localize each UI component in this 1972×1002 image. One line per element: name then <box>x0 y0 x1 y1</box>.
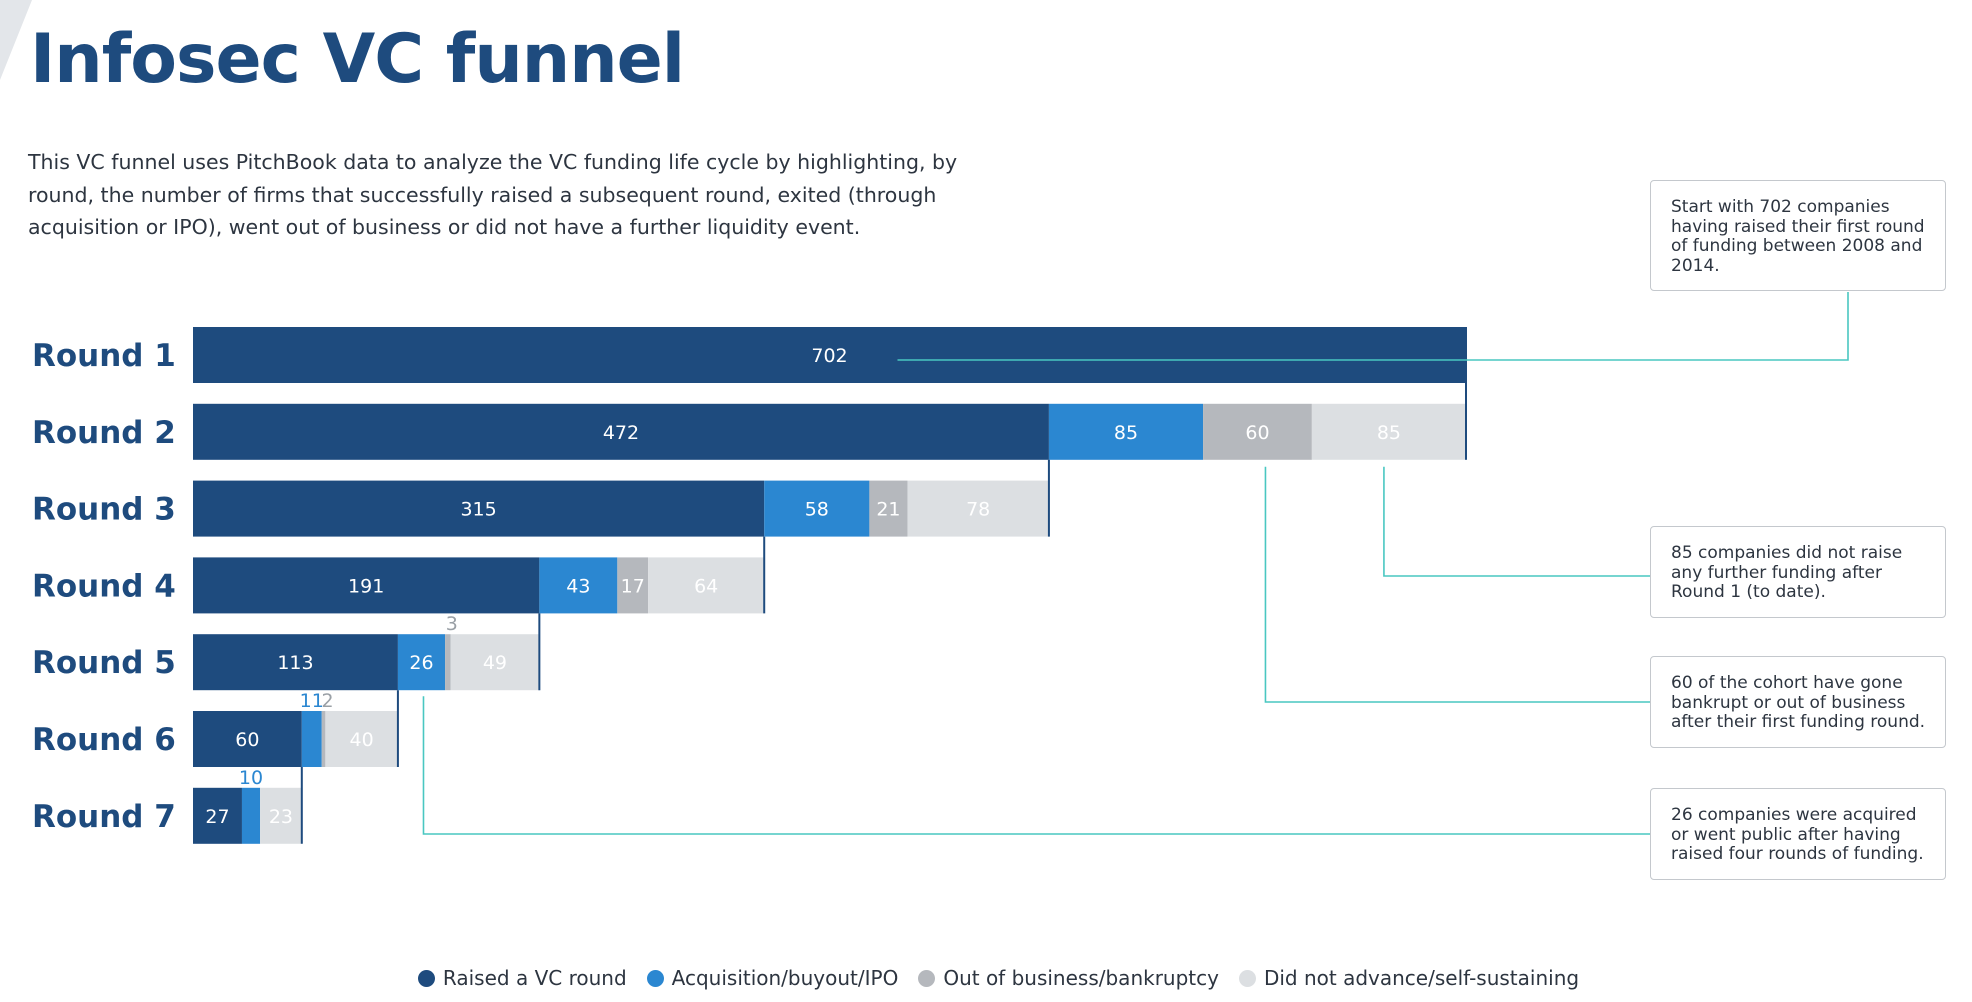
legend-swatch-out-of-business <box>918 969 936 987</box>
bar-r5-did-not-advance <box>450 634 540 691</box>
bar-label-r3-raised: 315 <box>460 499 496 521</box>
legend-item-out-of-business: Out of business/bankruptcy <box>918 966 1219 990</box>
bar-label-r7-did-not-advance: 23 <box>269 806 293 828</box>
legend-label-raised: Raised a VC round <box>442 966 627 990</box>
leader-bankrupt <box>1264 466 1650 703</box>
bar-r7-acquisition <box>241 787 261 844</box>
bar-r6-acquisition <box>301 711 322 767</box>
bar-r1-raised <box>193 327 1466 383</box>
bar-label-r6-out-of-business: 2 <box>322 690 334 712</box>
bar-label-r4-raised: 191 <box>348 575 384 597</box>
bar-label-r7-raised: 27 <box>205 806 229 828</box>
legend-swatch-raised <box>417 969 435 987</box>
bar-label-r3-out-of-business: 21 <box>876 499 900 521</box>
round-label-4: Round 4 <box>32 568 176 604</box>
bar-r2-raised <box>193 403 1049 460</box>
legend-item-raised: Raised a VC round <box>417 966 627 990</box>
legend-swatch-acquisition <box>646 969 664 987</box>
legend-label-out-of-business: Out of business/bankruptcy <box>943 966 1219 990</box>
bar-label-r5-acquisition: 26 <box>409 652 433 674</box>
bar-r5-raised <box>193 634 398 691</box>
bar-r5-acquisition <box>397 634 446 691</box>
bar-r6-did-not-advance <box>325 711 398 767</box>
leader-did-not-raise <box>1383 466 1650 577</box>
legend-label-did-not-advance: Did not advance/self-sustaining <box>1263 966 1580 990</box>
bar-label-r1-raised: 702 <box>811 345 847 367</box>
legend-swatch-did-not-advance <box>1238 969 1256 987</box>
round-label-3: Round 3 <box>32 492 176 528</box>
bar-label-r5-raised: 113 <box>277 652 313 674</box>
bar-label-r2-out-of-business: 60 <box>1245 422 1269 444</box>
callout-round1-start: Start with 702 companies having raised t… <box>1650 180 1946 291</box>
callout-round1-start-text: Start with 702 companies having raised t… <box>1671 197 1925 276</box>
bar-label-r6-acquisition: 11 <box>300 690 324 712</box>
subtitle-line-1: This VC funnel uses PitchBook data to an… <box>28 150 958 174</box>
subtitle-line-2: round, the number of firms that successf… <box>28 182 937 207</box>
bar-label-r2-did-not-advance: 85 <box>1377 422 1401 444</box>
round-label-7: Round 7 <box>32 799 176 835</box>
bar-label-r2-raised: 472 <box>603 422 639 444</box>
callout-acquired: 26 companies were acquired or went publi… <box>1650 788 1946 880</box>
callout-did-not-raise: 85 companies did not raise any further f… <box>1650 526 1946 618</box>
legend-item-did-not-advance: Did not advance/self-sustaining <box>1238 966 1580 990</box>
callout-bankrupt-text: 60 of the cohort have gone bankrupt or o… <box>1671 673 1926 732</box>
bar-r2-did-not-advance <box>1311 403 1466 460</box>
corner-decoration <box>0 0 32 80</box>
leader-acquired <box>422 696 1650 835</box>
bar-r4-raised <box>193 557 540 614</box>
callout-bankrupt: 60 of the cohort have gone bankrupt or o… <box>1650 656 1946 748</box>
bar-r3-did-not-advance <box>907 480 1049 537</box>
bar-r6-out-of-business <box>321 711 326 767</box>
page-title: Infosec VC funnel <box>30 20 685 99</box>
bar-r3-raised <box>193 480 765 537</box>
callout-acquired-text: 26 companies were acquired or went publi… <box>1671 805 1924 864</box>
bar-r4-acquisition <box>539 557 618 614</box>
leader-round1-start <box>897 292 1849 361</box>
bar-label-r7-acquisition: 10 <box>239 767 263 789</box>
subtitle-line-3: acquisition or IPO), went out of busines… <box>28 215 861 239</box>
bar-label-r4-did-not-advance: 64 <box>694 575 718 597</box>
bar-r5-out-of-business <box>445 634 451 691</box>
bar-label-r6-raised: 60 <box>235 729 259 751</box>
bar-r4-out-of-business <box>617 557 649 614</box>
callout-did-not-raise-text: 85 companies did not raise any further f… <box>1671 543 1903 602</box>
legend-item-acquisition: Acquisition/buyout/IPO <box>646 966 899 990</box>
bar-r4-did-not-advance <box>648 557 765 614</box>
bar-label-r3-acquisition: 58 <box>805 499 829 521</box>
bar-r3-out-of-business <box>869 480 908 537</box>
bar-label-r3-did-not-advance: 78 <box>966 499 990 521</box>
bar-r7-raised <box>193 787 242 844</box>
bar-label-r5-out-of-business: 3 <box>446 613 458 635</box>
round-label-1: Round 1 <box>32 338 176 374</box>
bar-r7-did-not-advance <box>260 787 302 844</box>
bar-r6-raised <box>193 711 302 767</box>
legend-label-acquisition: Acquisition/buyout/IPO <box>671 966 899 990</box>
bar-label-r6-did-not-advance: 40 <box>350 729 374 751</box>
round-label-6: Round 6 <box>32 722 176 758</box>
bar-r2-acquisition <box>1048 403 1204 460</box>
page-subtitle: This VC funnel uses PitchBook data to an… <box>28 146 988 244</box>
round-label-2: Round 2 <box>32 415 176 451</box>
bar-r3-acquisition <box>764 480 870 537</box>
bar-label-r5-did-not-advance: 49 <box>483 652 507 674</box>
chart-legend: Raised a VC round Acquisition/buyout/IPO… <box>0 966 1972 990</box>
bar-label-r2-acquisition: 85 <box>1114 422 1138 444</box>
bar-label-r4-out-of-business: 17 <box>621 575 645 597</box>
bar-label-r4-acquisition: 43 <box>566 575 590 597</box>
round-label-5: Round 5 <box>32 645 176 681</box>
bar-r2-out-of-business <box>1203 403 1312 460</box>
